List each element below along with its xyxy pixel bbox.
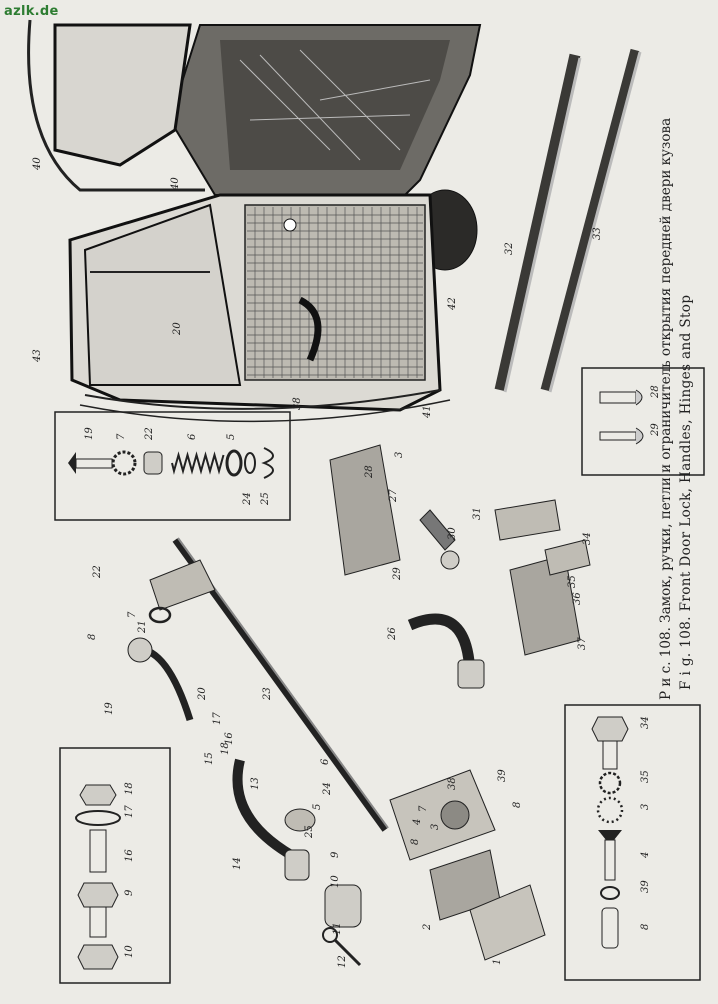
caption-russian: Р и с. 108. Замок, ручки, петли и ограни… bbox=[658, 118, 674, 700]
callout-box_upper-2: 22 bbox=[144, 427, 155, 441]
caption-english: F i g. 108. Front Door Lock, Handles, Hi… bbox=[678, 295, 694, 690]
callout-exploded-17: 9 bbox=[330, 851, 341, 858]
callout-exploded-11: 13 bbox=[250, 777, 261, 790]
callout-exploded-18: 10 bbox=[330, 875, 341, 888]
callout-box_lower_right-3: 4 bbox=[640, 852, 651, 859]
callout-exploded-21: 26 bbox=[387, 627, 398, 641]
callout-box_lower_right-4: 39 bbox=[640, 880, 651, 893]
callout-box_lower_left-3: 9 bbox=[124, 889, 135, 896]
callout-exploded-5: 19 bbox=[104, 702, 115, 715]
callout-exploded-13: 24 bbox=[322, 782, 333, 796]
weatherstrips bbox=[494, 48, 642, 393]
callout-door_section-7: 38 bbox=[292, 397, 303, 410]
callout-exploded-1: 7 bbox=[127, 611, 138, 618]
callout-exploded-6: 23 bbox=[262, 687, 273, 701]
callout-box_upper-5: 24 bbox=[242, 492, 253, 506]
site-watermark: azlk.de bbox=[4, 4, 59, 19]
callout-exploded-26: 3 bbox=[430, 824, 441, 830]
callout-box_upper-1: 7 bbox=[116, 433, 127, 440]
callout-exploded-39: 35 bbox=[567, 575, 578, 588]
callout-door_section-4: 42 bbox=[447, 297, 458, 311]
callout-exploded-3: 21 bbox=[137, 620, 148, 634]
callout-door_section-6: 33 bbox=[592, 227, 603, 240]
callout-exploded-20: 12 bbox=[337, 955, 348, 968]
callout-box_hinge_screws-0: 28 bbox=[650, 385, 661, 399]
callout-box_lower_right-2: 3 bbox=[640, 804, 651, 810]
callout-exploded-28: 8 bbox=[410, 839, 421, 845]
inset-box-hinge-screws bbox=[581, 367, 705, 476]
callout-box_upper-6: 25 bbox=[260, 492, 271, 506]
callout-box_lower_left-2: 16 bbox=[124, 849, 135, 862]
callout-exploded-37: 36 bbox=[572, 592, 583, 605]
callout-box_lower_right-1: 35 bbox=[640, 770, 651, 783]
inset-box-stud-parts bbox=[59, 747, 171, 984]
inset-box-spring-parts bbox=[54, 411, 291, 521]
callout-box_upper-4: 5 bbox=[226, 434, 237, 440]
callout-box_lower_left-1: 17 bbox=[124, 805, 135, 818]
callout-exploded-38: 34 bbox=[582, 532, 593, 545]
callout-exploded-34: 29 bbox=[392, 567, 403, 581]
callout-exploded-15: 6 bbox=[320, 758, 331, 765]
callout-exploded-25: 4 bbox=[412, 819, 423, 826]
exploded-parts bbox=[127, 444, 591, 967]
callout-exploded-12: 14 bbox=[232, 857, 243, 870]
callout-exploded-4: 20 bbox=[197, 687, 208, 701]
callout-box_lower_right-0: 34 bbox=[640, 716, 651, 729]
door-trim-panel bbox=[244, 204, 426, 381]
callout-exploded-33: 27 bbox=[388, 489, 399, 503]
callout-exploded-40: 37 bbox=[577, 637, 588, 650]
callout-exploded-31: 3 bbox=[394, 452, 405, 458]
callout-exploded-32: 28 bbox=[364, 465, 375, 479]
callout-exploded-16: 25 bbox=[304, 825, 315, 839]
callout-box_lower_left-4: 10 bbox=[124, 945, 135, 958]
door-illustration bbox=[27, 19, 482, 423]
callout-box_hinge_screws-1: 29 bbox=[650, 423, 661, 437]
callout-box_upper-3: 6 bbox=[187, 433, 198, 440]
callout-door_section-0: 40 bbox=[32, 157, 43, 171]
callout-exploded-30: 1 bbox=[492, 959, 503, 965]
callout-exploded-19: 11 bbox=[332, 922, 343, 935]
callout-exploded-36: 30 bbox=[447, 527, 458, 540]
callout-exploded-7: 18 bbox=[220, 742, 231, 755]
callout-box_upper-0: 19 bbox=[84, 427, 95, 440]
callout-door_section-3: 20 bbox=[172, 322, 183, 336]
inset-box-lock-screws bbox=[564, 704, 701, 981]
callout-box_lower_left-0: 18 bbox=[124, 782, 135, 795]
callout-exploded-23: 39 bbox=[497, 769, 508, 782]
callout-door_section-5: 32 bbox=[504, 242, 515, 255]
callout-exploded-8: 17 bbox=[212, 712, 223, 725]
callout-exploded-9: 16 bbox=[224, 732, 235, 745]
callout-exploded-35: 31 bbox=[472, 507, 483, 520]
callout-exploded-14: 5 bbox=[312, 804, 323, 810]
callout-exploded-0: 22 bbox=[92, 565, 103, 579]
callout-door_section-2: 43 bbox=[32, 349, 43, 363]
callout-exploded-29: 2 bbox=[422, 924, 433, 931]
callout-exploded-27: 7 bbox=[418, 805, 429, 812]
callout-door_section-1: 40 bbox=[170, 177, 181, 191]
callout-door_section-8: 41 bbox=[422, 405, 433, 419]
figure-caption: Р и с. 108. Замок, ручки, петли и ограни… bbox=[658, 118, 694, 700]
callout-exploded-10: 15 bbox=[204, 752, 215, 765]
callout-exploded-2: 8 bbox=[87, 634, 98, 640]
callout-exploded-22: 38 bbox=[447, 777, 458, 790]
callout-box_lower_right-5: 8 bbox=[640, 924, 651, 930]
callout-exploded-24: 8 bbox=[512, 802, 523, 808]
